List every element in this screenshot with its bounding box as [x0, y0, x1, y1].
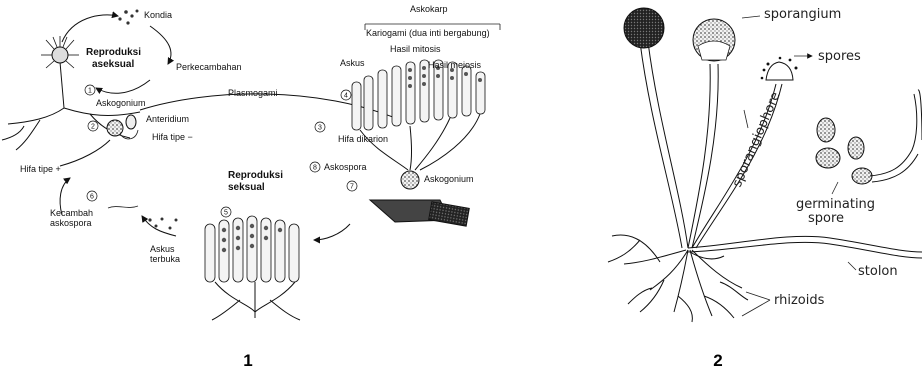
label-stolon: stolon [858, 264, 898, 279]
leader-line [744, 110, 748, 128]
label-askospora: Askospora [324, 162, 367, 172]
ascus-cluster [205, 216, 300, 320]
leader-line [848, 262, 856, 270]
leader-line [742, 16, 760, 18]
step-marker: 3 [315, 122, 325, 132]
label-spores: spores [818, 49, 861, 64]
label-perkecambahan: Perkecambahan [176, 62, 242, 72]
leader-line [832, 182, 838, 194]
label-hifa-minus: Hifa tipe − [152, 132, 193, 142]
label-askus: Askus [340, 58, 365, 68]
step-marker: 5 [221, 207, 231, 217]
step-marker: 4 [341, 90, 351, 100]
step-marker: 8 [310, 162, 320, 172]
label-kondia: Kondia [144, 10, 172, 20]
diagram-rhizopus: sporangium spores sporangiophore germina… [608, 7, 922, 370]
germinating-ascospore [108, 206, 138, 208]
germinating-spores [816, 90, 922, 184]
asci-columns [352, 60, 485, 130]
hypha-mycelium [2, 108, 140, 166]
figure-number-1: 1 [243, 351, 252, 370]
svg-text:1: 1 [88, 88, 92, 95]
label-rhizoids: rhizoids [774, 293, 825, 308]
label-askogonium-right: Askogonium [424, 174, 474, 184]
ascospores [148, 218, 177, 230]
label-kariogami: Kariogami (dua inti bergabung) [366, 28, 490, 38]
label-hasil-meiosis: Hasil meiosis [428, 60, 482, 70]
label-sporangiophore: sporangiophore [730, 90, 784, 190]
svg-text:3: 3 [318, 125, 322, 132]
svg-text:2: 2 [91, 124, 95, 131]
leader-line [746, 292, 770, 300]
ascocarp [352, 24, 500, 226]
cycle-arrow [142, 216, 176, 236]
step-marker: 7 [347, 181, 357, 191]
cycle-arrow [314, 224, 350, 240]
diagram-ascomycota-life-cycle: 1 2 3 4 5 6 7 8 Kondia Reproduksiaseksua… [2, 4, 500, 370]
step-marker: 6 [87, 191, 97, 201]
figure-number-2: 2 [713, 351, 722, 370]
step-marker: 2 [88, 121, 98, 131]
label-anteridium: Anteridium [146, 114, 189, 124]
label-askogonium-left: Askogonium [96, 98, 146, 108]
label-sporangium: sporangium [764, 7, 841, 22]
svg-text:5: 5 [224, 210, 228, 217]
ascogonium-antheridium [107, 115, 138, 139]
svg-text:7: 7 [350, 184, 354, 191]
svg-text:6: 6 [90, 194, 94, 201]
cycle-arrow [150, 26, 171, 64]
label-plasmogami: Plasmogami [228, 88, 278, 98]
step-marker: 1 [85, 85, 95, 95]
svg-text:8: 8 [313, 165, 317, 172]
sporangium-dark [624, 8, 664, 48]
conidiophore [41, 36, 79, 108]
conidia-spores [118, 10, 138, 25]
ruptured-sporangium [766, 62, 793, 80]
cycle-arrow [96, 80, 150, 93]
leader-line [742, 300, 770, 316]
label-hasil-mitosis: Hasil mitosis [390, 44, 441, 54]
cycle-arrow [62, 15, 118, 42]
svg-text:4: 4 [344, 93, 348, 100]
label-hifa-plus: Hifa tipe + [20, 164, 61, 174]
label-askokarp: Askokarp [410, 4, 448, 14]
rhizoids [608, 235, 748, 322]
label-hifa-dikarion: Hifa dikarion [338, 134, 388, 144]
